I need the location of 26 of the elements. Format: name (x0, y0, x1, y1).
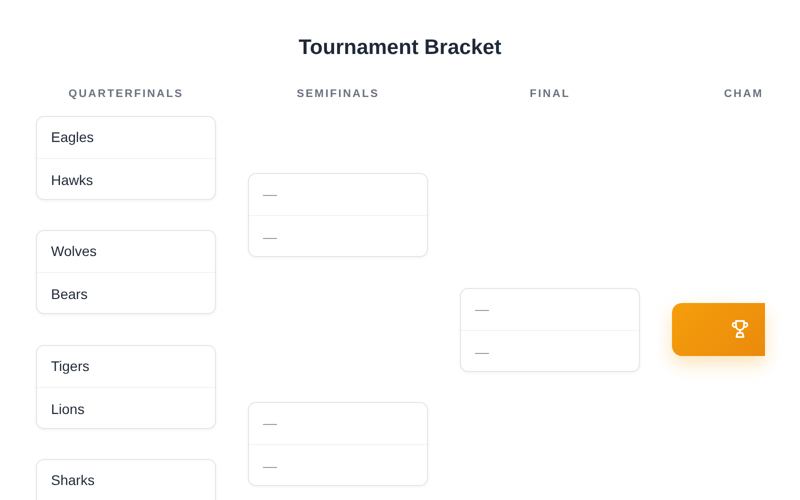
team-name: Sharks (51, 472, 95, 488)
round-heading: CHAM (724, 87, 764, 101)
match-card (36, 345, 216, 429)
placeholder-dash: — (475, 301, 489, 317)
placeholder-dash: — (263, 229, 277, 245)
team-name: Bears (51, 286, 88, 302)
round-heading: QUARTERFINALS (68, 87, 184, 101)
team-name: Tigers (51, 358, 90, 374)
champion-card (672, 303, 765, 356)
placeholder-dash: — (263, 415, 277, 431)
match-card (248, 173, 428, 257)
match-card (36, 116, 216, 200)
round-heading: SEMIFINALS (296, 87, 380, 101)
placeholder-dash: — (263, 458, 277, 474)
match-card (36, 459, 216, 500)
placeholder-dash: — (475, 344, 489, 360)
team-name: Eagles (51, 129, 94, 145)
team-name: Wolves (51, 243, 97, 259)
team-name: Hawks (51, 172, 94, 188)
bracket-title: Tournament Bracket (298, 35, 502, 61)
round-heading: FINAL (530, 87, 570, 101)
match-card (248, 402, 428, 486)
team-name: Lions (51, 401, 84, 417)
match-card (36, 230, 216, 314)
match-card (460, 288, 640, 372)
placeholder-dash: — (263, 186, 277, 202)
